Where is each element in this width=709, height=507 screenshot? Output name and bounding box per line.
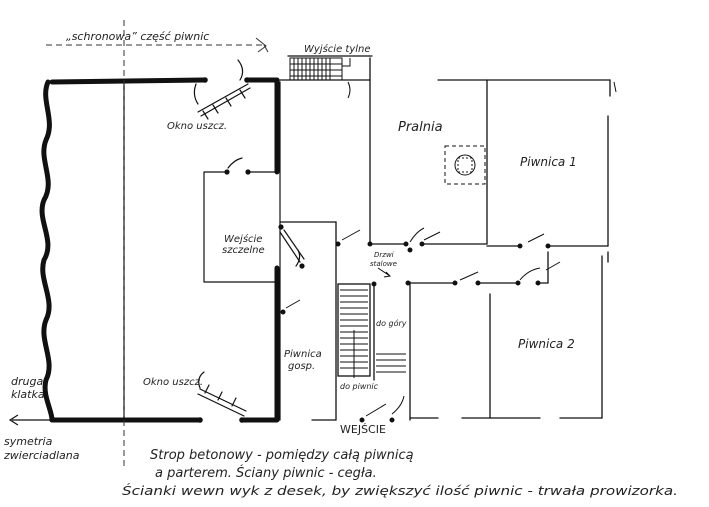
- label-symmetry-1: symetria: [4, 435, 53, 448]
- label-top-note: „schronowa” część piwnic: [66, 30, 209, 43]
- sealed-window-top: [193, 59, 251, 120]
- label-rear-exit: Wyjście tylne: [304, 43, 371, 55]
- entrance-arrow: [8, 414, 56, 426]
- steel-door-arrow: [377, 267, 392, 278]
- label-cellar2: Piwnica 2: [518, 337, 575, 351]
- note-line-2: a parterem. Ściany piwnic - cegła.: [155, 465, 377, 481]
- central-stairs: [340, 289, 406, 378]
- label-up: do góry: [376, 318, 407, 328]
- label-cellar1: Piwnica 1: [520, 155, 577, 169]
- basement-walls: [279, 55, 611, 421]
- rear-exit-stairs: [289, 57, 351, 99]
- label-sealed-entry-2: szczelne: [222, 245, 265, 256]
- note-line-1: Strop betonowy - pomiędzy całą piwnicą: [150, 448, 414, 463]
- label-sealed-entry-1: Wejście: [224, 233, 262, 245]
- label-steel-door-2: stalowe: [370, 260, 397, 268]
- doors: [280, 241, 551, 423]
- label-window-bottom: Okno uszcz.: [143, 377, 203, 388]
- label-window-top: Okno uszcz.: [167, 121, 227, 132]
- label-utility-2: gosp.: [288, 361, 315, 372]
- label-symmetry-2: zwierciadlana: [3, 449, 80, 462]
- laundry-drain: [444, 145, 486, 185]
- label-laundry: Pralnia: [398, 120, 443, 135]
- label-entrance: WEJŚCIE: [340, 423, 386, 436]
- shelter-wavy-wall: [39, 79, 55, 423]
- label-utility-1: Piwnica: [284, 349, 322, 360]
- note-line-3: Ścianki wewn wyk z desek, by zwiększyć i…: [122, 483, 678, 498]
- shelter-section: [39, 59, 305, 423]
- label-steel-door-1: Drzwi: [374, 251, 394, 259]
- label-stair-1: druga: [11, 375, 43, 388]
- dashed-boundaries: [46, 20, 264, 470]
- shelter-thick-wall: [49, 77, 280, 423]
- label-down: do piwnic: [340, 382, 379, 391]
- label-stair-2: klatka: [11, 388, 45, 401]
- sealed-window-bottom: [197, 371, 247, 423]
- door-swings: [285, 81, 617, 417]
- sealed-entry-room: [203, 157, 305, 283]
